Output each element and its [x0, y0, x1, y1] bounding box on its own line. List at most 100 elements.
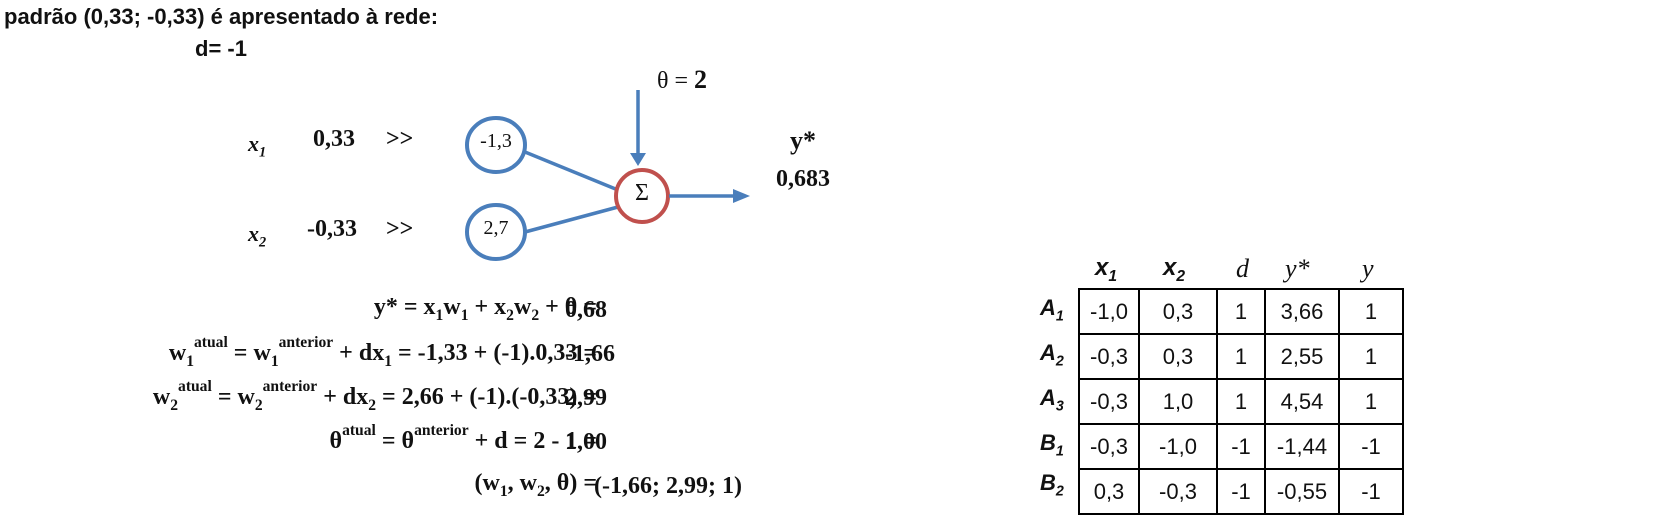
- connection-line-2: [524, 205, 619, 234]
- row-label-b2: B2: [1040, 470, 1064, 499]
- intro-text: padrão (0,33; -0,33) é apresentado à red…: [4, 4, 439, 29]
- eq-ystar-s3: 2: [506, 306, 514, 324]
- table-cell: 3,66: [1264, 288, 1340, 335]
- table-cell: -1: [1216, 468, 1266, 515]
- input-arrow-1: >>: [386, 126, 414, 152]
- table-header-x1: x1: [1095, 254, 1117, 286]
- output-label: y*: [790, 126, 816, 155]
- input-name-1: x: [248, 131, 259, 156]
- equation-final-result: (-1,66; 2,99; 1): [594, 473, 742, 499]
- weight-label-2: 2,7: [483, 217, 509, 239]
- eq-w2-sub2: 2: [254, 396, 263, 414]
- row-label-a1: A1: [1040, 295, 1064, 324]
- table-cell: 1: [1216, 288, 1266, 335]
- eq-w1-sup: atual: [194, 334, 228, 351]
- eq-w2-mid: + dx: [317, 384, 369, 410]
- eq-w1-sub2: 1: [270, 352, 279, 370]
- rl-a2-sub: 2: [1055, 353, 1064, 370]
- table-cell: 0,3: [1078, 468, 1140, 515]
- theta-label: θ = 2: [657, 65, 707, 95]
- rl-a2: A: [1040, 340, 1056, 365]
- rl-a3-sub: 3: [1055, 398, 1064, 415]
- table-cell: 0,3: [1138, 288, 1218, 335]
- table-cell: 0,3: [1138, 333, 1218, 380]
- eq-theta-sup: atual: [342, 422, 376, 439]
- eq-w2-rest: = 2,66 + (-1).(-0,33) =: [376, 384, 597, 410]
- eq-final-c1: , w: [507, 470, 537, 496]
- table-cell: 4,54: [1264, 378, 1340, 425]
- eq-theta-eq: = θ: [375, 428, 415, 454]
- table-cell: 1: [1338, 378, 1404, 425]
- eq-w1-sub3: 1: [384, 352, 392, 370]
- th-x2-sub: 2: [1176, 267, 1186, 285]
- input-sub-2: 2: [259, 234, 267, 251]
- table-cell: 1: [1216, 333, 1266, 380]
- training-patterns-table: -1,0 0,3 1 3,66 1 -0,3 0,3 1 2,55 1 -0,3…: [1078, 288, 1404, 515]
- table-row: -0,3 -1,0 -1 -1,44 -1: [1078, 423, 1404, 470]
- rl-b2: B: [1040, 470, 1056, 495]
- theta-label-text: θ =: [657, 68, 689, 94]
- eq-theta-t: θ: [329, 428, 343, 454]
- eq-w1-rest: = -1,33 + (-1).0,33 =: [392, 340, 597, 366]
- input-value-x2: -0,33: [307, 216, 357, 242]
- equation-ystar-result: 0,68: [565, 297, 607, 323]
- eq-w1-mid: + dx: [333, 340, 385, 366]
- eq-ystar-w2: w: [513, 294, 532, 320]
- eq-final-open: (w: [474, 470, 500, 496]
- eq-w2-sup2: anterior: [262, 378, 318, 395]
- theta-value: 2: [694, 65, 708, 94]
- table-row: -0,3 1,0 1 4,54 1: [1078, 378, 1404, 425]
- equation-final: (w1, w2, θ) =: [475, 470, 597, 501]
- table-cell: 1: [1216, 378, 1266, 425]
- eq-w1-eq: = w: [227, 340, 271, 366]
- table-cell: 1: [1338, 288, 1404, 335]
- table-row: -1,0 0,3 1 3,66 1: [1078, 288, 1404, 335]
- eq-theta-sup2: anterior: [414, 422, 469, 439]
- table-cell: -0,3: [1078, 378, 1140, 425]
- eq-ystar-s2: 1: [460, 306, 469, 324]
- rl-a1-sub: 1: [1055, 308, 1064, 325]
- input-label-x2: x2: [248, 221, 266, 251]
- input-value-x1: 0,33: [313, 126, 355, 152]
- row-label-a2: A2: [1040, 340, 1064, 369]
- table-row: -0,3 0,3 1 2,55 1: [1078, 333, 1404, 380]
- connection-line-1: [524, 150, 619, 192]
- rl-a3: A: [1040, 385, 1056, 410]
- table-row: 0,3 -0,3 -1 -0,55 -1: [1078, 468, 1404, 515]
- eq-final-s2: 2: [537, 482, 545, 500]
- rl-a1: A: [1040, 295, 1056, 320]
- eq-ystar-lhs: y* = x: [373, 294, 436, 320]
- row-label-b1: B1: [1040, 430, 1064, 459]
- table-cell: -0,3: [1078, 423, 1140, 470]
- eq-w2-eq: = w: [211, 384, 255, 410]
- table-cell: -1,0: [1138, 423, 1218, 470]
- rl-b1-sub: 1: [1055, 443, 1064, 460]
- eq-ystar-s4: 2: [531, 306, 540, 324]
- table-cell: -0,55: [1264, 468, 1340, 515]
- equation-w2-result: 2,99: [565, 385, 607, 411]
- bias-arrow-head: [630, 153, 646, 166]
- table-cell: -1: [1216, 423, 1266, 470]
- table-cell: -1,44: [1264, 423, 1340, 470]
- eq-w1-sub: 1: [186, 352, 194, 370]
- equation-theta-result: 1,00: [565, 429, 607, 455]
- eq-w2-sub: 2: [170, 396, 179, 414]
- table-cell: -0,3: [1078, 333, 1140, 380]
- table-header-ystar: y*: [1285, 254, 1310, 283]
- eq-w1-w: w: [168, 340, 187, 366]
- table-cell: 2,55: [1264, 333, 1340, 380]
- input-name-2: x: [248, 221, 259, 246]
- eq-final-s1: 1: [499, 482, 508, 500]
- weight-node-2: [465, 203, 527, 261]
- table-cell: 1,0: [1138, 378, 1218, 425]
- table-cell: 1: [1338, 333, 1404, 380]
- equation-theta: θatual = θanterior + d = 2 - 1 =: [329, 422, 597, 455]
- th-x1-name: x: [1095, 254, 1109, 281]
- equation-w2: w2atual = w2anterior + dx2 = 2,66 + (-1)…: [152, 378, 597, 415]
- input-arrow-2: >>: [386, 216, 414, 242]
- eq-w2-w: w: [152, 384, 171, 410]
- rl-b1: B: [1040, 430, 1056, 455]
- equation-w1-result: -1,66: [565, 341, 615, 367]
- th-x2-name: x: [1163, 254, 1177, 281]
- table-header-d: d: [1236, 254, 1249, 283]
